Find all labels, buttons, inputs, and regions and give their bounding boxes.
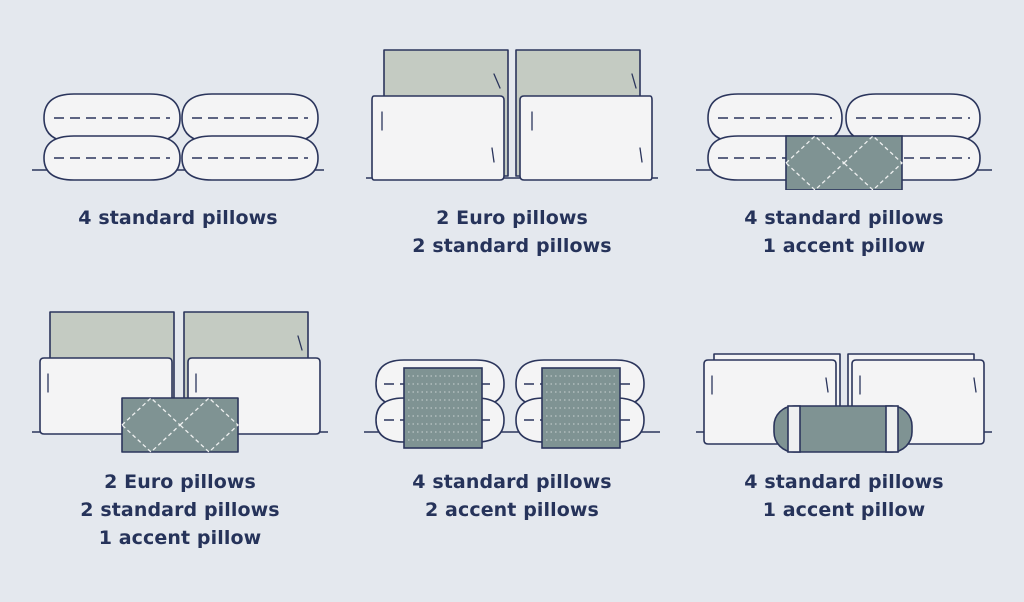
caption-line: 4 standard pillows [744, 207, 944, 229]
caption-line: 4 standard pillows [78, 207, 278, 229]
caption-line: 1 accent pillow [762, 235, 926, 257]
arrangement-4: 2 Euro pillows 2 standard pillows 1 acce… [20, 296, 340, 566]
caption-line: 2 Euro pillows [436, 207, 588, 229]
arrangement-4-illustration [32, 311, 328, 453]
caption-line: 2 Euro pillows [104, 471, 256, 493]
arrangement-1-illustration [32, 93, 324, 181]
arrangement-6-illustration [696, 353, 992, 453]
arrangement-1-caption: 4 standard pillows [18, 204, 338, 232]
arrangement-2-caption: 2 Euro pillows 2 standard pillows [352, 204, 672, 260]
caption-line: 1 accent pillow [762, 499, 926, 521]
caption-line: 2 accent pillows [425, 499, 599, 521]
caption-line: 4 standard pillows [744, 471, 944, 493]
arrangement-2: 2 Euro pillows 2 standard pillows [352, 30, 672, 270]
caption-line: 1 accent pillow [98, 527, 262, 549]
arrangement-4-caption: 2 Euro pillows 2 standard pillows 1 acce… [20, 468, 340, 552]
arrangement-3-illustration [696, 93, 992, 190]
arrangement-3: 4 standard pillows 1 accent pillow [684, 30, 1004, 270]
accent-pillow-shape [541, 367, 621, 449]
arrangement-6-caption: 4 standard pillows 1 accent pillow [684, 468, 1004, 524]
arrangement-3-caption: 4 standard pillows 1 accent pillow [684, 204, 1004, 260]
caption-line: 2 standard pillows [412, 235, 612, 257]
pillow-shape [371, 95, 505, 181]
caption-line: 2 standard pillows [80, 499, 280, 521]
arrangement-5: 4 standard pillows 2 accent pillows [352, 296, 672, 536]
arrangement-1: 4 standard pillows [18, 30, 338, 250]
bolster-pillow-shape [773, 405, 913, 453]
arrangement-5-caption: 4 standard pillows 2 accent pillows [352, 468, 672, 524]
arrangement-5-illustration [364, 359, 660, 449]
accent-pillow-shape [403, 367, 483, 449]
pillow-shape [519, 95, 653, 181]
caption-line: 4 standard pillows [412, 471, 612, 493]
arrangement-6: 4 standard pillows 1 accent pillow [684, 296, 1004, 536]
arrangement-2-illustration [366, 49, 658, 181]
